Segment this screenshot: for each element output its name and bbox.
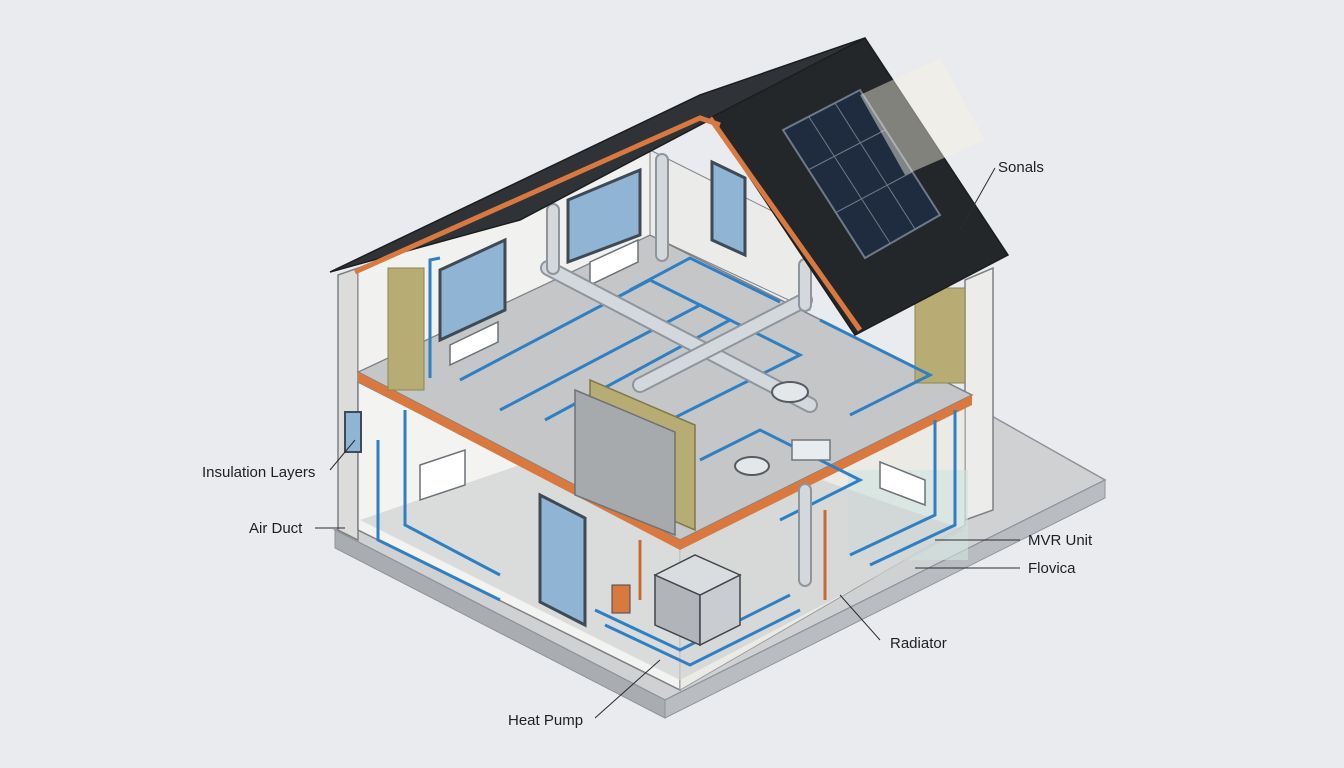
radiator-ground-right [879,460,926,507]
left-outer-wall [337,266,359,542]
air-ducts [540,153,818,587]
sun-glare [860,58,985,175]
radiator-ground-left [419,448,466,502]
duct-main-a-inner [542,262,816,411]
solar-panel [781,88,942,260]
wall-window-side [344,411,362,453]
heat-pump-unit [611,510,827,647]
solar-grid-4 [834,171,913,214]
panel-concrete-layer [574,388,676,537]
label-insulation: Insulation Layers [202,464,315,481]
callout-labels: Sonals Insulation Layers Air Duct MVR Un… [202,159,1093,729]
pipe-ground-1 [376,440,501,602]
label-flow: Flovica [1028,560,1076,577]
solar-grid-1 [808,116,891,244]
pipe-loop-2 [459,278,734,422]
solar-grid-2 [834,102,916,230]
label-solar: Sonals [998,159,1044,176]
floor-edge-side [680,395,972,550]
insulation-right [914,287,966,384]
ground-floor-plane [360,420,965,680]
duct-main-b-inner [634,294,811,391]
vent-diffusers [734,381,831,476]
ground-floor-elements [344,411,926,628]
vent-diffuser-1 [771,381,809,403]
insulation-left [387,267,425,391]
leader-radiator [839,594,881,641]
pipe-ground-right-2 [869,410,957,567]
pipe-loop-5 [819,318,934,417]
heat-pump-top [653,554,742,596]
label-radiator: Radiator [890,635,947,652]
pipe-ground-4 [604,608,801,667]
window-upper-mid [566,167,642,265]
leader-heat-pump [594,659,661,719]
label-air-duct: Air Duct [249,520,303,537]
insulation-panel [574,378,696,537]
label-mvr: MVR Unit [1028,532,1093,549]
solar-grid-3 [807,129,886,171]
window-upper-left [438,237,507,343]
vent-diffuser-2 [734,456,770,476]
leader-lines [315,167,1020,719]
pipe-ground-2 [403,410,501,577]
window-upper-back [710,159,747,258]
heat-pump-control-box [611,584,631,614]
pipe-loop-4 [629,256,781,304]
pipe-ground-3 [594,593,791,652]
pipe-ground-right [849,420,937,557]
mvr-box [791,439,831,461]
window-ground-front [538,492,587,628]
radiator-upper-left [449,320,499,367]
label-heat-pump: Heat Pump [508,712,583,729]
roof-timber-right [707,116,863,332]
leader-solar [959,167,996,231]
leader-insulation [329,439,356,471]
roof [329,37,1010,336]
radiator-upper-mid [589,238,639,287]
pipe-loop-1 [428,256,441,378]
